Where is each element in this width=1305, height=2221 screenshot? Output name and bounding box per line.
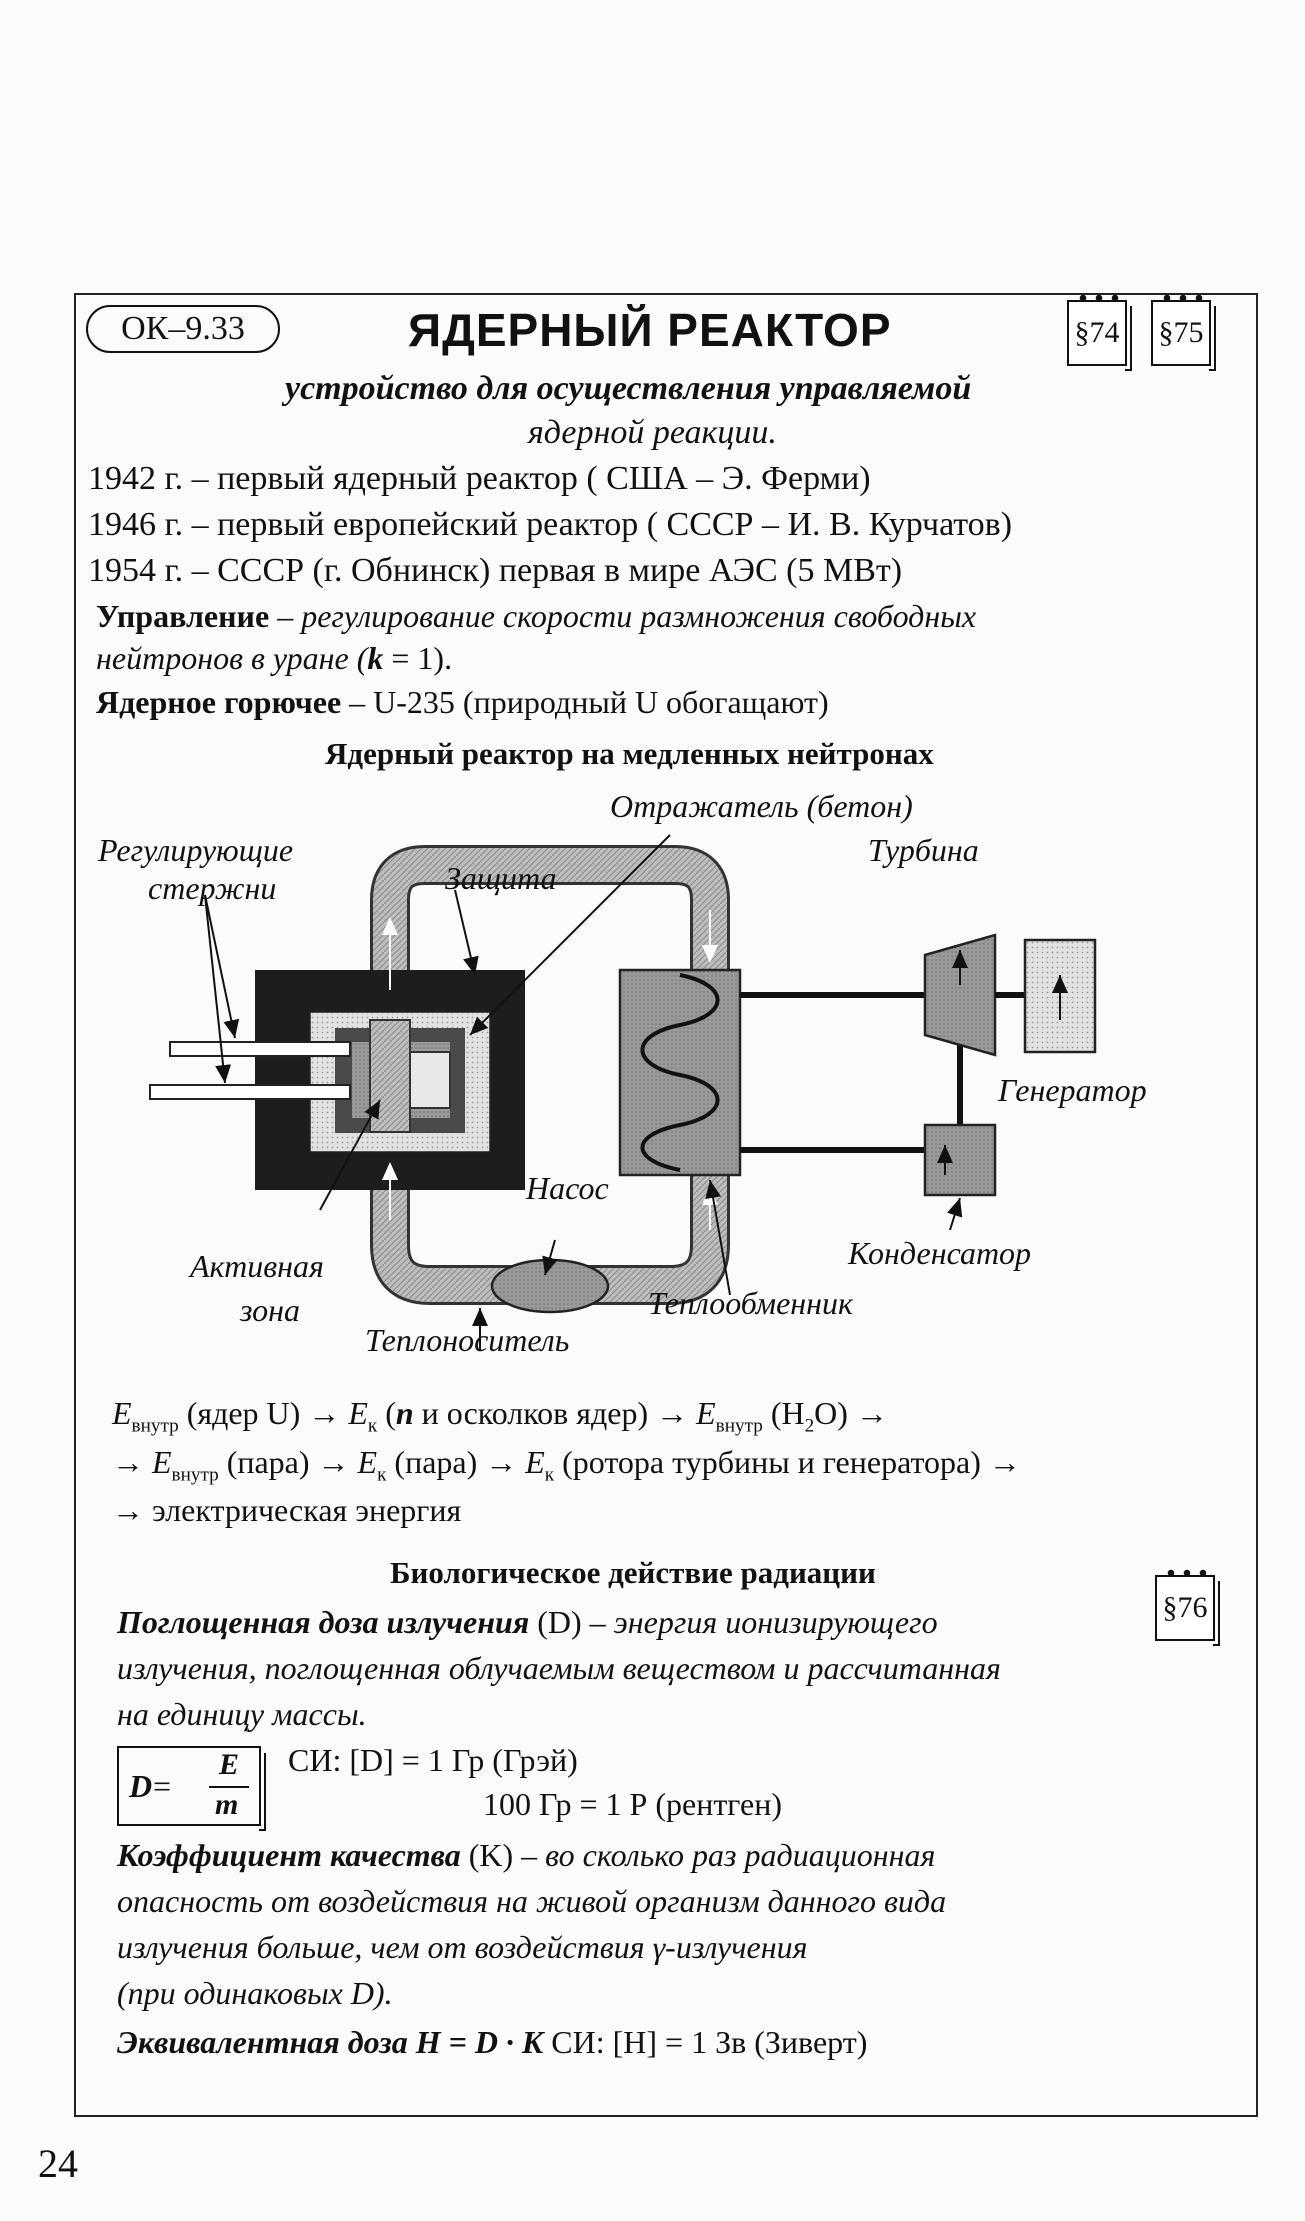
reactor-diagram-svg [149, 834, 1097, 1350]
control-line-1: Управление – регулирование скорости разм… [96, 598, 976, 635]
condenser [923, 1123, 997, 1197]
label-shield: Защита [445, 860, 557, 896]
sub-k: к [367, 1415, 378, 1437]
formula-fraction-bar [209, 1786, 249, 1788]
quality-term: Коэффициент качества [117, 1837, 461, 1873]
ref-badge-74[interactable]: §74 [1067, 294, 1132, 371]
bio-title: Биологическое действие радиации [390, 1555, 876, 1590]
sub-two: 2 [804, 1415, 815, 1437]
symbol-E: E [152, 1444, 172, 1480]
control-text-2: нейтронов в уране ( [96, 640, 368, 676]
equivalent-term: Эквивалентная доза H = D · K [117, 2024, 544, 2060]
label-generator: Генератор [998, 1072, 1147, 1108]
turbine [923, 933, 997, 1057]
control-line-2: нейтронов в уране (k = 1). [96, 640, 452, 677]
symbol-E: E [112, 1395, 132, 1431]
quality-line-2: опасность от воздействия на живой органи… [117, 1883, 947, 1919]
chain-text: → [112, 1444, 152, 1480]
sub-int: внутр [171, 1464, 219, 1486]
page-title: ЯДЕРНЫЙ РЕАКТОР [408, 304, 892, 356]
label-coolant: Теплоноситель [365, 1322, 570, 1358]
absorbed-symbol: (D) [529, 1604, 590, 1640]
si-roentgen: 100 Гр = 1 Р (рентген) [483, 1786, 782, 1822]
equivalent-dose-line: Эквивалентная доза H = D · K СИ: [H] = 1… [117, 2024, 867, 2061]
history-line-2: 1946 г. – первый европейский реактор ( С… [88, 506, 1013, 543]
quality-line-4: (при одинаковых D). [117, 1975, 393, 2011]
label-core-2: зона [240, 1292, 300, 1328]
chain-text: O) → [814, 1395, 888, 1431]
quality-text: – во сколько раз радиационная [521, 1837, 936, 1873]
reactor-diagram: Отражатель (бетон) Регулирующие стержни … [90, 788, 1240, 1370]
si-gray: СИ: [D] = 1 Гр (Грэй) [288, 1742, 578, 1778]
absorbed-text: – энергия ионизирующего [589, 1604, 938, 1640]
quality-line-3: излучения больше, чем от воздействия γ-и… [117, 1929, 808, 1965]
formula-E: E [219, 1748, 240, 1781]
label-rods-1: Регулирующие [98, 832, 294, 868]
pump [490, 1258, 610, 1314]
symbol-E: E [357, 1444, 378, 1480]
sub-k: к [544, 1464, 555, 1486]
absorbed-term: Поглощенная доза излучения [117, 1604, 530, 1640]
chain-text: (пара) → [386, 1444, 526, 1480]
section-code-badge: ОК–9.33 [86, 305, 280, 353]
chain-text: (H [762, 1395, 805, 1431]
coolant-pipe-top-fill [373, 848, 727, 1020]
ref-badge-76[interactable]: §76 [1155, 1569, 1220, 1646]
equivalent-si: СИ: [H] = 1 Зв (Зиверт) [543, 2024, 868, 2060]
absorbed-line-1: Поглощенная доза излучения (D) – энергия… [117, 1604, 938, 1641]
chain-text: ( [377, 1395, 396, 1431]
quality-symbol: (K) [460, 1837, 522, 1873]
formula-m: m [215, 1788, 239, 1821]
ref-badge-75[interactable]: §75 [1151, 294, 1216, 371]
chain-text: (пара) → [218, 1444, 358, 1480]
label-condenser: Конденсатор [848, 1235, 1032, 1271]
heat-exchanger [618, 968, 742, 1177]
history-line-3: 1954 г. – СССР (г. Обнинск) первая в мир… [88, 552, 903, 589]
absorbed-line-2: излучения, поглощенная облучаемым вещест… [117, 1650, 1001, 1686]
history-line-1: 1942 г. – первый ядерный реактор ( США –… [88, 460, 871, 497]
control-rod-upper [169, 1041, 351, 1057]
label-rods-2: стержни [148, 870, 277, 906]
fuel-term: Ядерное горючее [96, 684, 342, 720]
symbol-E: E [525, 1444, 545, 1480]
core-inner-cell [409, 1051, 451, 1109]
control-text-3: = 1). [383, 640, 453, 676]
fuel-line: Ядерное горючее – U-235 (природный U обо… [96, 684, 829, 721]
fuel-text: – U-235 (природный U обогащают) [341, 684, 829, 720]
label-exchanger: Теплообменник [648, 1285, 853, 1321]
control-k: k [367, 640, 384, 676]
sub-int: внутр [131, 1415, 179, 1437]
energy-chain-line-2: → Eвнутр (пара) → Eк (пара) → Eк (ротора… [112, 1444, 1021, 1486]
label-turbine: Турбина [868, 832, 979, 868]
chain-text: (ядер U) → [178, 1395, 349, 1431]
symbol-n: n [395, 1395, 414, 1431]
symbol-E: E [348, 1395, 368, 1431]
sub-k: к [377, 1464, 387, 1486]
label-pump: Насос [526, 1170, 609, 1206]
heat-exchanger-coil [640, 973, 720, 1172]
control-term: Управление [96, 598, 270, 634]
page-frame [74, 293, 1258, 2117]
chain-text: и осколков ядер) → [413, 1395, 697, 1431]
formula-D: D [129, 1768, 153, 1804]
diagram-title: Ядерный реактор на медленных нейтронах [325, 736, 934, 771]
control-text-1: – регулирование скорости размножения сво… [269, 598, 977, 634]
label-reflector: Отражатель (бетон) [610, 788, 913, 824]
formula-eq: = [153, 1768, 172, 1804]
energy-chain-line-1: Eвнутр (ядер U) → Eк (n и осколков ядер)… [112, 1395, 888, 1437]
sub-int: внутр [715, 1415, 763, 1437]
definition-line-1: устройство для осуществления управляемой [285, 370, 972, 407]
definition-line-2: ядерной реакции. [528, 414, 777, 451]
chain-text: (ротора турбины и генератора) → [554, 1444, 1021, 1480]
absorbed-line-3: на единицу массы. [117, 1696, 367, 1732]
label-core-1: Активная [190, 1248, 324, 1284]
energy-chain-line-3: → электрическая энергия [112, 1492, 462, 1528]
core-coolant-channel [369, 1019, 411, 1133]
quality-line-1: Коэффициент качества (K) – во сколько ра… [117, 1837, 935, 1874]
symbol-E: E [696, 1395, 716, 1431]
formula-box: D = E m [117, 1746, 266, 1831]
control-rod-lower [149, 1084, 351, 1100]
page-number: 24 [38, 2141, 78, 2186]
